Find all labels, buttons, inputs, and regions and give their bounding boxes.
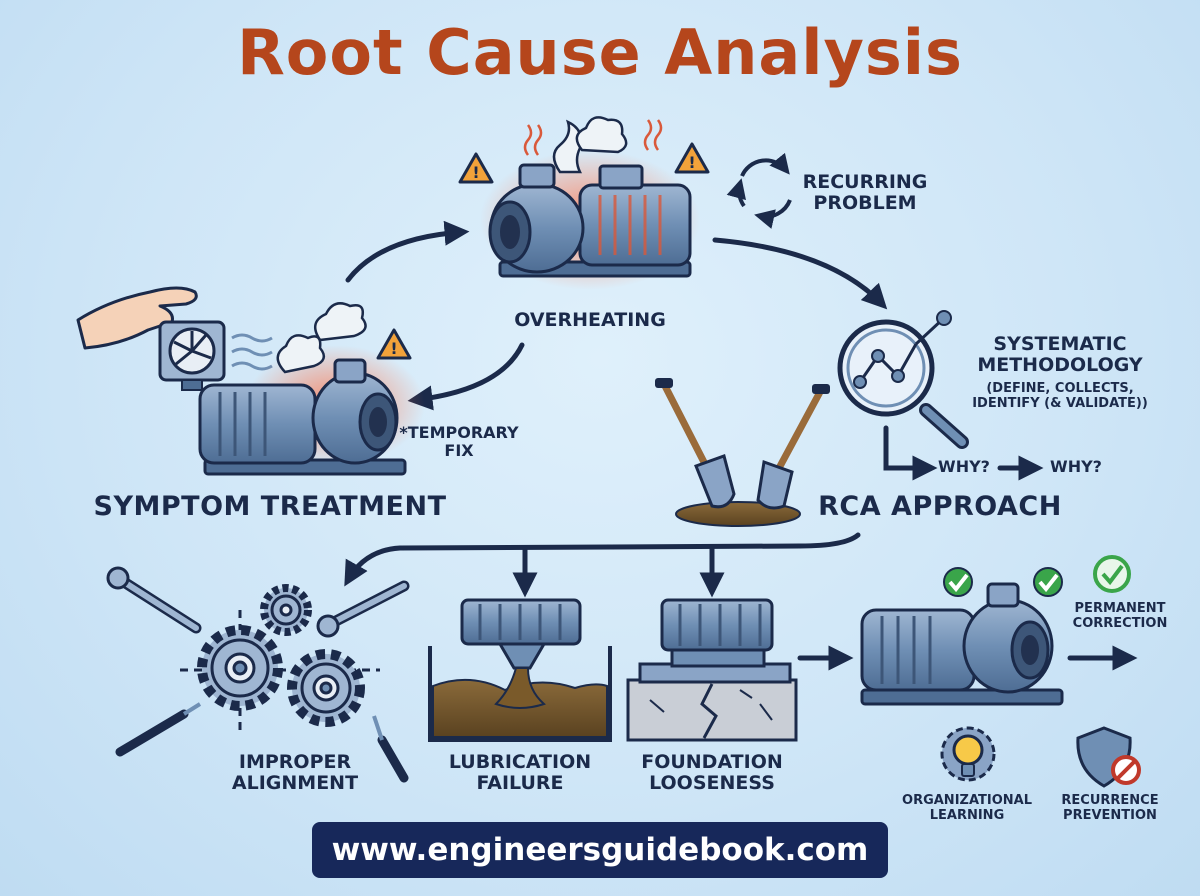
arrow-overheating-to-analysis <box>712 237 888 310</box>
screwdriver-icon <box>115 702 409 783</box>
overheating-label: OVERHEATING <box>514 309 666 331</box>
magnifier-chart-icon <box>837 310 969 449</box>
gears-icon <box>180 584 380 730</box>
shield-icon <box>1076 726 1141 788</box>
permanent-correction-label: PERMANENT CORRECTION <box>1072 601 1168 631</box>
svg-text:!: ! <box>390 339 397 358</box>
airflow-icon <box>231 333 273 371</box>
shovels-icon <box>655 378 830 527</box>
flow-arrows <box>344 220 1138 671</box>
why-label-1: WHY? <box>938 457 990 476</box>
arrow-rca-to-causes <box>344 532 861 587</box>
rca-approach-label: RCA APPROACH <box>818 491 1062 522</box>
cause-label-foundation: FOUNDATION LOOSENESS <box>641 751 783 795</box>
warning-icon: ! <box>376 328 412 360</box>
temporary-fix-label: *TEMPORARY FIX <box>399 423 519 460</box>
svg-text:!: ! <box>688 153 695 172</box>
systematic-steps-label: (DEFINE, COLLECTS, IDENTIFY (& VALIDATE)… <box>972 381 1148 411</box>
footer-url[interactable]: www.engineersguidebook.com <box>312 822 888 878</box>
steam-icon <box>276 302 367 374</box>
warning-icon: ! ! <box>458 142 710 184</box>
foundation-icon <box>626 598 798 742</box>
arrow-symptom-to-overheating <box>345 220 470 283</box>
page-title: Root Cause Analysis <box>237 16 963 89</box>
wrench-icon <box>106 566 410 638</box>
cause-label-lubrication: LUBRICATION FAILURE <box>448 751 592 795</box>
steam-icon <box>552 116 628 174</box>
lubrication-icon <box>428 598 612 742</box>
hand-icon <box>76 286 198 350</box>
recurrence-prevention-label: RECURRENCE PREVENTION <box>1061 793 1159 823</box>
corrected-pump-icon <box>860 582 1064 706</box>
symptom-treatment-label: SYMPTOM TREATMENT <box>93 491 447 522</box>
svg-text:!: ! <box>472 163 479 182</box>
cause-label-alignment: IMPROPER ALIGNMENT <box>231 751 359 795</box>
recurring-cycle-icon <box>726 152 792 229</box>
systematic-methodology-label: SYSTEMATIC METHODOLOGY <box>977 333 1143 377</box>
symptom-pump-icon <box>198 345 425 476</box>
heat-waves-icon <box>523 119 663 156</box>
lightbulb-gear-icon <box>940 726 996 782</box>
why-label-2: WHY? <box>1050 457 1102 476</box>
organizational-learning-label: ORGANIZATIONAL LEARNING <box>902 793 1032 823</box>
recurring-problem-label: RECURRING PROBLEM <box>802 171 928 215</box>
arrow-why-branch <box>883 425 938 481</box>
fan-icon <box>158 320 226 391</box>
overheating-pump-icon <box>480 150 700 290</box>
arrow-overheating-to-symptom <box>407 342 525 411</box>
checkmark-icon <box>943 555 1131 597</box>
